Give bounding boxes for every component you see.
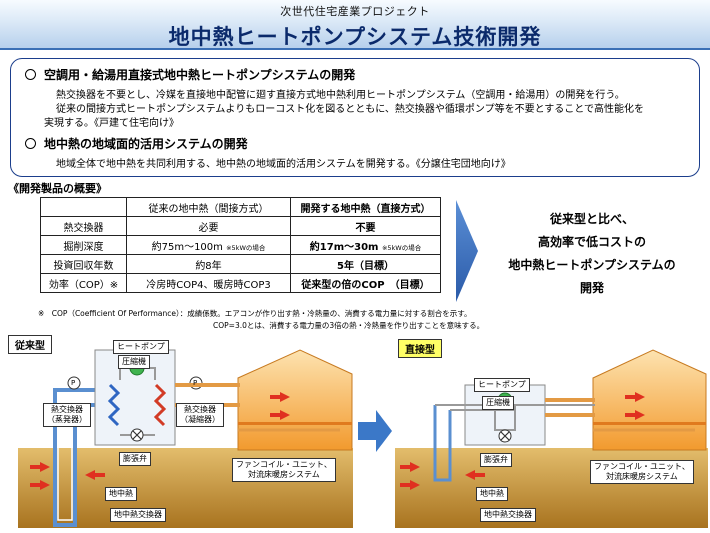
ground-hx-pipe-inner <box>57 425 73 521</box>
conventional-type-label: 従来型 <box>8 335 52 354</box>
evaporator-coil <box>107 383 121 427</box>
table-cell: 必要 <box>126 216 291 236</box>
condenser-label-line1: 熱交換器 <box>184 405 216 414</box>
cop-footnote-2: COP=3.0とは、消費する電力量の3倍の熱・冷熱量を作り出すことを意味する。 <box>213 321 485 330</box>
heat-pump-label: ヒートポンプ <box>474 378 530 392</box>
direct-ground-pipe <box>433 405 452 482</box>
heat-arrow-icons <box>30 392 290 490</box>
expansion-valve-cross <box>132 430 142 440</box>
row-label: 掘削深度 <box>40 235 127 255</box>
hot-water-pipe <box>175 383 240 407</box>
row-label: 投資回収年数 <box>40 254 127 274</box>
chevron-right-icon <box>456 200 478 302</box>
heat-pump-label: ヒートポンプ <box>113 340 169 354</box>
cell-note: ※5kWの場合 <box>226 243 266 252</box>
fancoil-label: ファンコイル・ユニット、対流床暖房システム <box>232 458 336 482</box>
page-header: 次世代住宅産業プロジェクト 地中熱ヒートポンプシステム技術開発 <box>0 0 710 50</box>
table-header-cell: 従来の地中熱（間接方式） <box>126 197 291 217</box>
compressor-label: 圧縮機 <box>118 355 150 369</box>
ground-hx-pipe <box>53 420 77 527</box>
bullet-circle-icon <box>25 69 36 80</box>
cell-value: 約75m～100m <box>151 241 223 253</box>
hot-pipe <box>545 398 595 417</box>
page-title: 地中熱ヒートポンプシステム技術開発 <box>168 25 542 49</box>
condenser-coil <box>153 383 167 427</box>
pump-icon <box>67 376 81 390</box>
table-row: 投資回収年数 約8年 5年（目標） <box>40 254 441 274</box>
cell-note: ※5kWの場合 <box>381 243 422 252</box>
products-section-title: 《開発製品の概要》 <box>8 182 107 195</box>
table-cell: 約75m～100m ※5kWの場合 <box>126 235 291 255</box>
ground-hx-label: 地中熱交換器 <box>110 508 166 522</box>
table-cell: 約8年 <box>126 254 291 274</box>
summary-line: 地中熱ヒートポンプシステムの <box>508 258 676 272</box>
overview-item2-title: 地中熱の地域面的活用システムの開発 <box>44 137 248 151</box>
compressor-label: 圧縮機 <box>482 396 514 410</box>
expansion-valve-label: 膨張弁 <box>119 452 151 466</box>
fancoil-label-line2: 対流床暖房システム <box>606 472 678 481</box>
arrow-right-icon <box>358 410 392 452</box>
table-row: 熱交換器 必要 不要 <box>40 216 441 236</box>
overview-item1-line1: 熱交換器を不要とし、冷媒を直接地中配管に廻す直接方式地中熱利用ヒートポンプシステ… <box>56 90 625 101</box>
conventional-system-diagram <box>18 349 353 528</box>
table-header-cell: 開発する地中熱（直接方式） <box>290 197 441 217</box>
products-table: 従来の地中熱（間接方式） 開発する地中熱（直接方式） 熱交換器 必要 不要 掘削… <box>40 197 441 293</box>
summary-text: 従来型と比べ、 高効率で低コストの 地中熱ヒートポンプシステムの 開発 <box>482 208 702 300</box>
house-shape <box>592 349 707 451</box>
ground-heat-label: 地中熱 <box>105 487 137 501</box>
refrigerant-loop <box>435 404 595 431</box>
overview-item1-line2: 従来の間接方式ヒートポンプシステムよりもローコスト化を図るとともに、熱交換器や循… <box>56 104 644 115</box>
fancoil-label-line2: 対流床暖房システム <box>248 470 320 479</box>
table-cell: 約17m～30m ※5kWの場合 <box>290 235 441 255</box>
page-subtitle: 次世代住宅産業プロジェクト <box>280 5 430 18</box>
condenser-label-line2: （凝縮器） <box>180 415 220 424</box>
row-label: 効率（COP）※ <box>40 273 127 293</box>
table-corner-cell <box>40 197 127 217</box>
expansion-valve-label: 膨張弁 <box>480 453 512 467</box>
heat-arrow-icons <box>400 392 645 490</box>
fancoil-label: ファンコイル・ユニット、対流床暖房システム <box>590 460 694 484</box>
table-cell: 冷房時COP4、暖房時COP3 <box>126 273 291 293</box>
house-floor-line <box>593 422 706 425</box>
house-shape <box>237 349 353 451</box>
evaporator-label: 熱交換器（蒸発器） <box>43 403 91 427</box>
overview-box: 空調用・給湯用直接式地中熱ヒートポンプシステムの開発 熱交換器を不要とし、冷媒を… <box>10 58 700 177</box>
summary-line: 開発 <box>579 281 604 295</box>
table-row: 効率（COP）※ 冷房時COP4、暖房時COP3 従来型の倍のCOP （目標） <box>40 273 441 293</box>
overview-item1-line3: 実現する。《戸建て住宅向け》 <box>44 118 179 129</box>
ground-heat-label: 地中熱 <box>476 487 508 501</box>
fancoil-label-line1: ファンコイル・ユニット、 <box>594 462 690 471</box>
pump-symbol-label: P <box>193 379 198 387</box>
evaporator-label-line2: （蒸発器） <box>47 415 87 424</box>
direct-type-label: 直接型 <box>398 339 442 358</box>
ground-hx-label: 地中熱交換器 <box>480 508 536 522</box>
row-label: 熱交換器 <box>40 216 127 236</box>
fancoil-label-line1: ファンコイル・ユニット、 <box>236 460 332 469</box>
overview-item1-title: 空調用・給湯用直接式地中熱ヒートポンプシステムの開発 <box>44 68 356 82</box>
table-cell: 5年（目標） <box>290 254 441 274</box>
table-cell: 不要 <box>290 216 441 236</box>
condenser-label: 熱交換器（凝縮器） <box>176 403 224 427</box>
table-cell: 従来型の倍のCOP （目標） <box>290 273 441 293</box>
cell-value: 約17m～30m <box>309 241 379 253</box>
summary-line: 高効率で低コストの <box>537 235 646 249</box>
house-floor-line <box>238 422 352 425</box>
summary-line: 従来型と比べ、 <box>549 212 634 226</box>
table-row: 掘削深度 約75m～100m ※5kWの場合 約17m～30m ※5kWの場合 <box>40 235 441 255</box>
cop-footnote: ※ COP（Coefficient Of Performance）：成績係数。エ… <box>38 309 472 318</box>
evaporator-label-line1: 熱交換器 <box>51 405 83 414</box>
bullet-circle-icon <box>25 138 36 149</box>
direct-system-diagram <box>395 349 708 528</box>
pump-symbol-label: P <box>71 379 76 387</box>
table-header-row: 従来の地中熱（間接方式） 開発する地中熱（直接方式） <box>40 197 441 217</box>
overview-item2-line1: 地域全体で地中熱を共同利用する、地中熱の地域面的活用システムを開発する。《分譲住… <box>56 159 511 170</box>
expansion-valve-cross <box>500 431 510 441</box>
